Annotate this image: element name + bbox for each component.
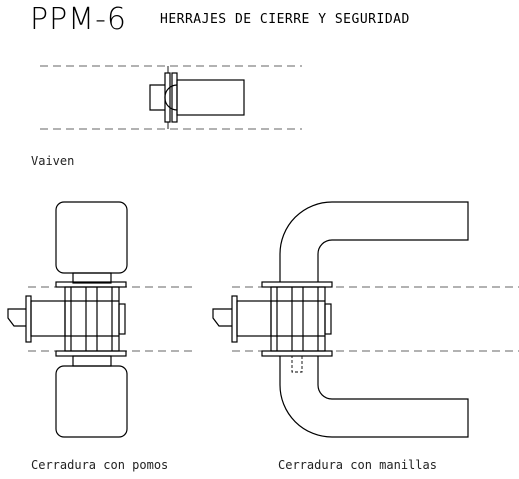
caption-vaiven: Vaiven xyxy=(31,154,75,168)
manillas-screw-hidden xyxy=(291,355,303,373)
vaiven-hinge-leaf-left xyxy=(164,72,171,123)
caption-manillas: Cerradura con manillas xyxy=(278,458,437,472)
manillas-upper-rose xyxy=(261,281,333,288)
pomos-upper-knob xyxy=(55,201,128,274)
drawing-title: HERRAJES DE CIERRE Y SEGURIDAD xyxy=(160,12,410,27)
manillas-spindle-end xyxy=(324,303,332,335)
manillas-latch-case xyxy=(236,300,272,337)
vaiven-hinge-cap xyxy=(149,84,165,111)
pomos-lock-figure xyxy=(7,201,192,438)
drawing-code: PPM-6 xyxy=(30,2,127,37)
pomos-latch-bolt xyxy=(7,308,26,327)
vaiven-hinge-knuckle xyxy=(164,84,178,111)
manillas-lower-lever xyxy=(279,356,469,438)
manillas-lock-body xyxy=(270,286,326,352)
pomos-spindle-end xyxy=(118,303,126,335)
vaiven-hinge-plate xyxy=(176,79,245,116)
pomos-lower-knob-neck xyxy=(72,355,112,367)
manillas-lower-rose xyxy=(261,350,333,357)
manillas-faceplate xyxy=(231,295,238,343)
pomos-upper-knob-neck xyxy=(72,272,112,284)
vaiven-hinge-figure xyxy=(40,65,302,130)
pomos-lock-body xyxy=(64,286,120,352)
pomos-latch-case xyxy=(30,300,66,337)
manillas-latch-bolt xyxy=(212,308,232,327)
manillas-lock-figure xyxy=(212,201,519,438)
vaiven-hinge-leaf-right xyxy=(171,72,178,123)
pomos-faceplate xyxy=(25,295,32,343)
pomos-lower-knob xyxy=(55,365,128,438)
caption-pomos: Cerradura con pomos xyxy=(31,458,169,472)
manillas-upper-lever xyxy=(279,201,469,282)
pomos-lower-rose xyxy=(55,350,127,357)
